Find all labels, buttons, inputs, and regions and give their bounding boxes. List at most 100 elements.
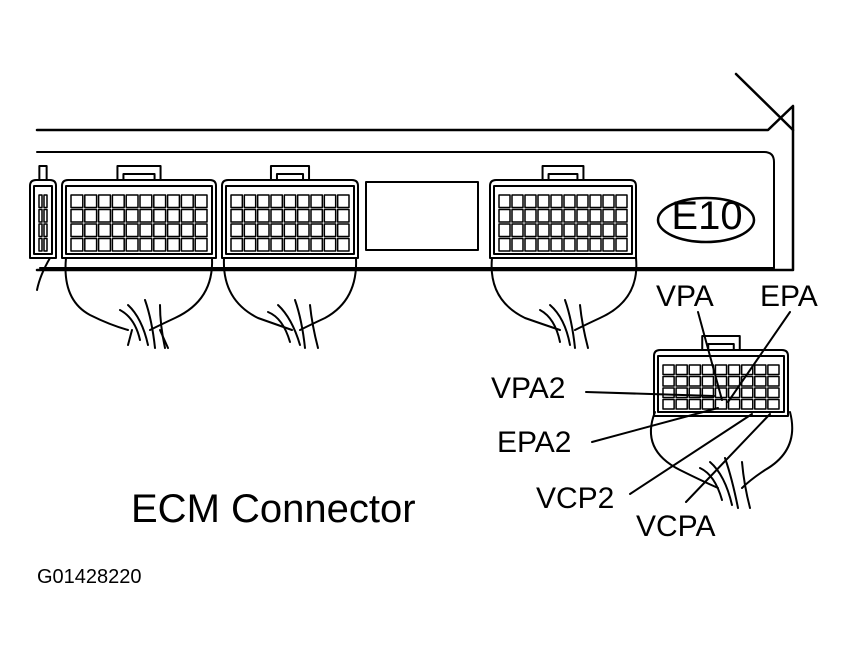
- connector-3-pin: [498, 194, 511, 209]
- connector-3-pin: [537, 237, 550, 252]
- connector-2-pin: [296, 223, 310, 238]
- connector-2-pin: [243, 223, 257, 238]
- connector-3-pin: [576, 194, 589, 209]
- connector-3-pin: [563, 223, 576, 238]
- connector-3-pin: [498, 208, 511, 223]
- connector-2-inner: [225, 185, 355, 255]
- connector-2-pin: [283, 237, 297, 252]
- connector-detail-pin: [767, 375, 780, 387]
- connector-1-pin: [194, 237, 208, 252]
- connector-1-pin: [125, 223, 139, 238]
- connector-1-inner: [65, 185, 213, 255]
- connector-detail-pin: [727, 364, 741, 376]
- figure-id: G01428220: [37, 566, 142, 588]
- connector-2-shell: [221, 179, 359, 259]
- connector-1-pin: [97, 223, 112, 238]
- connector-detail-pin: [714, 364, 728, 376]
- connector-badge-oval: [656, 196, 756, 244]
- connector-3-pin: [589, 237, 602, 252]
- connector-2-pin: [270, 237, 284, 252]
- connector-detail-pin: [662, 398, 675, 410]
- connector-2-pin: [270, 208, 284, 223]
- connector-1-pin: [166, 237, 181, 252]
- connector-detail-pin: [714, 375, 728, 387]
- connector-2-pin: [243, 237, 257, 252]
- connector-2-pin: [230, 223, 244, 238]
- connector-3-pin: [524, 223, 537, 238]
- connector-1-pin: [125, 194, 139, 209]
- connector-3-pin: [550, 194, 563, 209]
- connector-detail-pin: [675, 375, 688, 387]
- pin-label-vcpa: VCPA: [636, 510, 716, 543]
- connector-1-pin: [194, 223, 208, 238]
- wire-harnesses: [36, 257, 794, 509]
- connector-left-partial-pin: [38, 237, 43, 252]
- connector-2-pin: [270, 194, 284, 209]
- connector-1-pin: [139, 194, 153, 209]
- connector-detail-pin: [688, 398, 702, 410]
- connector-detail-pin: [767, 364, 780, 376]
- connector-detail-pin: [688, 375, 702, 387]
- connector-1-pin: [194, 194, 208, 209]
- connector-1-pin: [194, 208, 208, 223]
- diagram-title: ECM Connector: [131, 487, 416, 531]
- connector-3-pin: [563, 208, 576, 223]
- connector-2-pin: [323, 237, 337, 252]
- connector-3-pin: [537, 194, 550, 209]
- connector-detail-pin: [767, 387, 780, 399]
- connector-3-pin: [511, 237, 524, 252]
- connector-2-pin: [323, 194, 337, 209]
- connector-2-pin: [230, 194, 244, 209]
- connector-2-pin: [283, 223, 297, 238]
- connector-2-pin: [310, 237, 324, 252]
- connector-3-pin: [602, 223, 615, 238]
- connector-left-partial-pin: [38, 194, 43, 209]
- connector-3-pin: [602, 237, 615, 252]
- connector-3-pin: [602, 194, 615, 209]
- connector-3-pin: [524, 208, 537, 223]
- connector-1-pin: [111, 237, 125, 252]
- connector-3-pin: [498, 237, 511, 252]
- connector-1-pin: [111, 223, 125, 238]
- connector-left-partial-pin: [43, 223, 48, 238]
- ecm-housing: [35, 72, 795, 272]
- connector-2-pin: [336, 208, 350, 223]
- connector-3-pin: [615, 237, 628, 252]
- connector-detail-shell: [653, 349, 789, 417]
- connector-3-pin: [589, 208, 602, 223]
- connector-1-pin: [84, 194, 98, 209]
- connector-1-pin: [166, 194, 181, 209]
- connector-detail-pin: [754, 364, 767, 376]
- connector-detail-pin: [701, 364, 715, 376]
- connector-2-pin: [230, 237, 244, 252]
- connector-2-pin: [256, 237, 270, 252]
- connector-1-pin: [125, 208, 139, 223]
- connector-1-pin: [70, 208, 84, 223]
- connector-3-pin: [615, 208, 628, 223]
- connector-1-shell: [61, 179, 217, 259]
- connector-3-pin: [511, 194, 524, 209]
- connector-3-pin: [576, 237, 589, 252]
- connector-detail-inner: [657, 355, 785, 413]
- connector-detail-pin: [662, 364, 675, 376]
- connector-3-pin: [576, 223, 589, 238]
- connector-1-pin: [180, 194, 194, 209]
- connector-1-pin: [153, 208, 167, 223]
- connector-1-pin: [153, 237, 167, 252]
- connector-1-pin: [70, 237, 84, 252]
- connector-detail-pin: [727, 387, 741, 399]
- connector-1-pin: [153, 223, 167, 238]
- connector-detail-pin: [688, 387, 702, 399]
- connector-left-partial-pin: [43, 237, 48, 252]
- connector-detail-pin: [754, 398, 767, 410]
- pin-label-epa: EPA: [760, 280, 818, 313]
- connector-detail-pin: [754, 387, 767, 399]
- connector-3-pin: [498, 223, 511, 238]
- connector-2-pin: [256, 223, 270, 238]
- connector-detail-pin: [767, 398, 780, 410]
- connector-1-pin: [97, 237, 112, 252]
- pin-label-vpa2: VPA2: [491, 372, 566, 405]
- connector-2-pin: [296, 237, 310, 252]
- connector-1-pin: [180, 223, 194, 238]
- connector-left-partial-shell: [29, 179, 57, 259]
